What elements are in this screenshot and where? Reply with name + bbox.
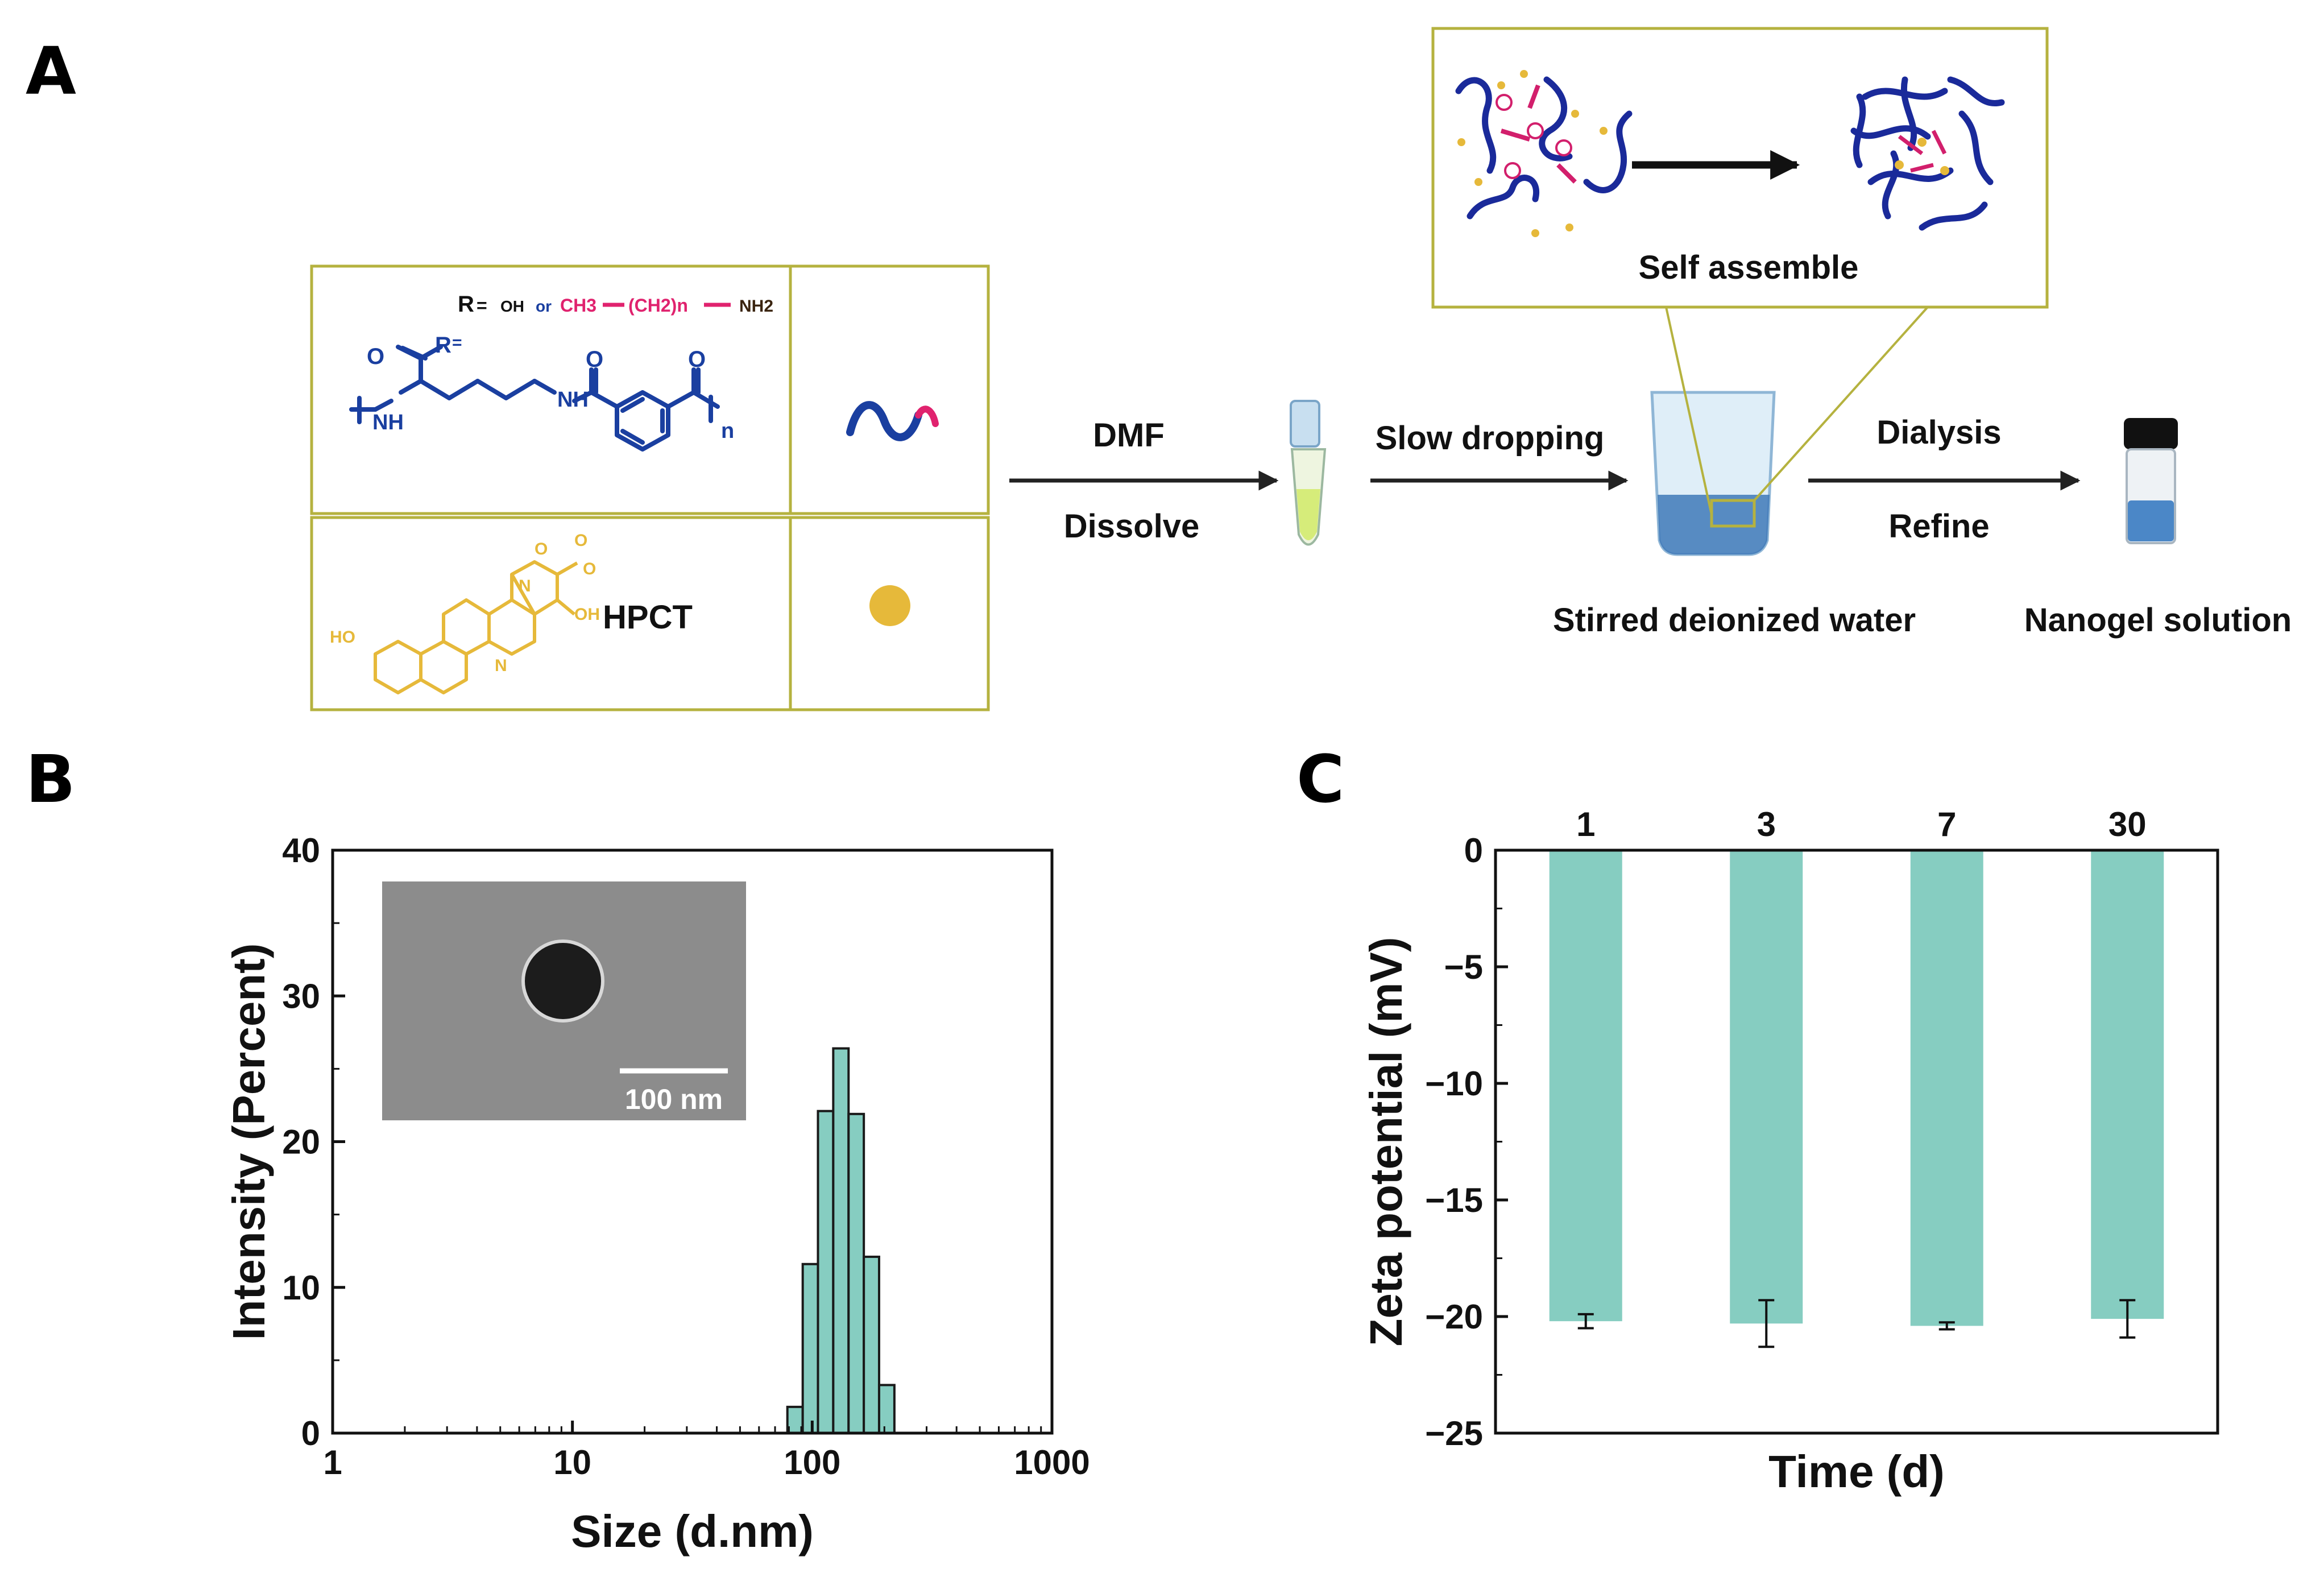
svg-text:O: O [535,540,548,558]
histogram-bar-5 [863,1255,880,1434]
svg-text:R: R [435,333,451,358]
y-tick-label-0: 0 [1464,831,1483,870]
step3-top-label: Dialysis [1876,414,2001,451]
svg-text:O: O [688,347,706,372]
svg-text:n: n [721,419,734,443]
y-tick-label-0: 0 [301,1414,320,1452]
x-axis-title: Time (d) [1768,1446,1945,1497]
svg-text:N: N [519,577,531,595]
drug-structure [374,560,578,694]
step2-top-label: Slow dropping [1376,420,1605,457]
vial-icon [2124,418,2178,544]
scheme-boxes [310,264,990,711]
y-tick-label-1: 10 [282,1269,320,1307]
svg-text:N: N [495,656,507,675]
beaker-caption: Stirred deionized water [1553,602,1916,639]
y-tick-label-4: 40 [282,831,320,870]
polymer-chain-icon [846,401,922,441]
svg-text:=: = [452,333,462,352]
r-definition: R = OH or CH3 (CH2)n NH2 [458,292,773,317]
drug-icon-box [789,516,990,711]
svg-text:OH: OH [500,297,524,315]
svg-text:NH: NH [557,388,589,412]
histogram-bar-3 [832,1047,850,1434]
svg-text:O: O [586,347,603,372]
y-axis-title: Intensity (Percent) [223,943,274,1340]
x-tick-label-3: 1000 [1014,1443,1089,1481]
x-tick-label-1: 10 [553,1443,591,1481]
beaker-icon [1650,391,1776,556]
svg-text:(CH2)n: (CH2)n [628,295,688,316]
drug-dot-icon [869,585,910,626]
y-tick-label-5: −25 [1425,1414,1483,1452]
panel-c-label: C [1296,742,1344,818]
drug-box [310,516,792,711]
y-tick-label-2: −10 [1425,1065,1483,1103]
x-tick-label-0: 1 [323,1443,342,1481]
zeta-bar-0 [1549,850,1622,1322]
step1-bottom-label: Dissolve [1064,508,1200,545]
y-tick-label-1: −5 [1444,948,1483,986]
y-tick-label-4: −20 [1425,1298,1483,1336]
zoom-line-right [1753,306,1929,502]
inset-caption: Self assemble [1639,249,1859,286]
zeta-bar-2 [1910,850,1983,1326]
scale-bar-label: 100 nm [625,1083,723,1115]
svg-text:OH: OH [574,605,600,624]
histogram-bar-4 [847,1112,865,1434]
panel-a-label: A [26,34,76,110]
y-axis-title: Zeta potential (mV) [1361,937,1411,1346]
alkyl-tail-icon [915,405,939,427]
histogram-bar-1 [801,1263,819,1434]
svg-text:R: R [458,292,474,317]
svg-text:NH2: NH2 [739,297,773,316]
x-tick-label-2: 100 [784,1443,840,1481]
polymer-structure [349,345,720,452]
panel-b-label: B [26,742,76,818]
category-label-1: 3 [1757,805,1776,843]
zoom-line-left [1665,307,1713,515]
step3-bottom-label: Refine [1888,508,1989,545]
tube-icon [1290,400,1327,546]
self-assembly-inset: Self assemble [1431,27,2049,309]
svg-text:=: = [477,295,487,316]
vial-caption: Nanogel solution [2024,602,2292,639]
svg-text:O: O [367,344,384,369]
category-label-3: 30 [2108,805,2147,843]
svg-text:CH3: CH3 [560,295,596,316]
svg-text:O: O [583,560,596,578]
y-tick-label-3: −15 [1425,1181,1483,1219]
svg-text:O: O [574,531,587,550]
polymer-icon-box [789,264,990,515]
drug-atoms: HO N N O O O OH [330,531,600,675]
zeta-bar-1 [1730,850,1803,1324]
category-label-0: 1 [1576,805,1595,843]
svg-text:or: or [536,297,552,315]
polymer-atoms: O R = NH NH O O n [367,333,734,443]
histogram-bar-6 [877,1384,896,1434]
x-axis-title: Size (d.nm) [571,1506,814,1557]
zeta-bar-3 [2091,850,2164,1319]
y-tick-label-3: 30 [282,977,320,1015]
tem-inset: 100 nm [382,881,746,1120]
svg-text:HO: HO [330,628,355,647]
nanogel-particle [521,939,604,1023]
step1-top-label: DMF [1093,417,1165,454]
svg-text:NH: NH [372,411,404,434]
y-tick-label-2: 20 [282,1123,320,1161]
drug-label: HPCT [603,599,693,636]
histogram-bar-2 [817,1110,835,1434]
category-label-2: 7 [1937,805,1956,843]
